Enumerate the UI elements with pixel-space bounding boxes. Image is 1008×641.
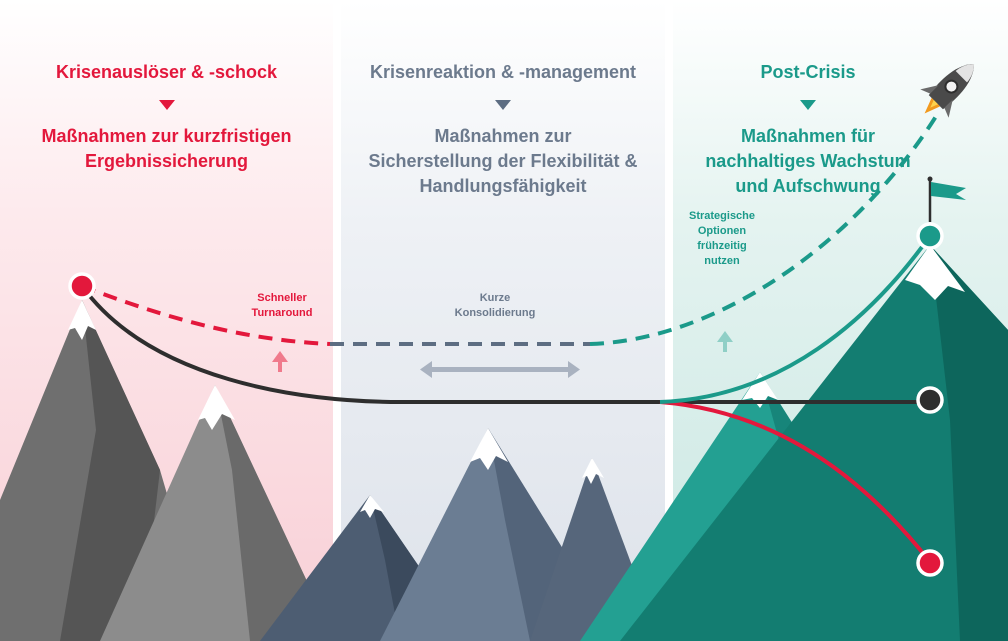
measure-line: Handlungsfähigkeit — [419, 176, 587, 196]
phase-heading-post-crisis: Post-Crisis Maßnahmen für nachhaltiges W… — [673, 60, 943, 199]
annotation-line: Optionen — [697, 225, 747, 237]
annotation-line: Konsolidierung — [454, 307, 536, 319]
annotation-line: Schneller — [257, 292, 307, 304]
annotation-line: Turnaround — [251, 307, 313, 319]
down-triangle-icon — [158, 100, 175, 110]
annotation-strategic-options: Strategische Optionen frühzeitig nutzen — [667, 209, 777, 269]
measure-line: nachhaltiges Wachstum — [705, 151, 911, 171]
phase-title: Krisenreaktion & -management — [369, 62, 637, 82]
measure-line: und Aufschwung — [735, 176, 881, 196]
annotation-line: Kurze — [479, 292, 511, 304]
phase-measures: Maßnahmen zur Sicherstellung der Flexibi… — [341, 124, 665, 199]
annotation-line: frühzeitig — [697, 240, 747, 252]
teal-growth-curve — [659, 234, 932, 404]
phase-title: Post-Crisis — [760, 62, 856, 82]
annotation-consolidation: Kurze Konsolidierung — [430, 291, 560, 321]
red-end-node — [916, 549, 944, 577]
dark-baseline-curve — [80, 284, 930, 404]
measure-line: Maßnahmen zur — [434, 126, 572, 146]
slate-mountains — [260, 428, 660, 641]
measure-line: Maßnahmen zur kurzfristigen — [41, 126, 292, 146]
annotation-line: Strategische — [688, 210, 756, 222]
red-start-node — [68, 272, 96, 300]
phase-measures: Maßnahmen für nachhaltiges Wachstum und … — [673, 124, 943, 199]
phase-heading-crisis-trigger: Krisenauslöser & -schock Maßnahmen zur k… — [0, 60, 333, 174]
rocket-icon — [920, 63, 975, 118]
phase-heading-crisis-management: Krisenreaktion & -management Maßnahmen z… — [341, 60, 665, 199]
gray-mountains — [0, 300, 335, 641]
dark-end-node — [916, 386, 944, 414]
phase-title: Krisenauslöser & -schock — [55, 62, 278, 82]
measure-line: Maßnahmen für — [740, 126, 875, 146]
measure-line: Sicherstellung der Flexibilität & — [368, 151, 638, 171]
annotation-line: nutzen — [704, 255, 740, 267]
teal-dashed-options — [589, 108, 942, 346]
red-decline-curve — [659, 400, 932, 564]
up-arrow-icon — [272, 351, 288, 372]
up-arrow-icon — [717, 331, 733, 352]
down-triangle-icon — [495, 100, 511, 110]
red-dashed-turnaround — [81, 284, 331, 346]
annotation-turnaround: Schneller Turnaround — [232, 291, 332, 321]
measure-line: Ergebnissicherung — [84, 151, 249, 171]
double-arrow-icon — [420, 361, 580, 378]
flag-icon — [927, 176, 966, 222]
down-triangle-icon — [800, 100, 816, 110]
teal-end-node — [916, 222, 944, 250]
phase-measures: Maßnahmen zur kurzfristigen Ergebnissich… — [0, 124, 333, 174]
